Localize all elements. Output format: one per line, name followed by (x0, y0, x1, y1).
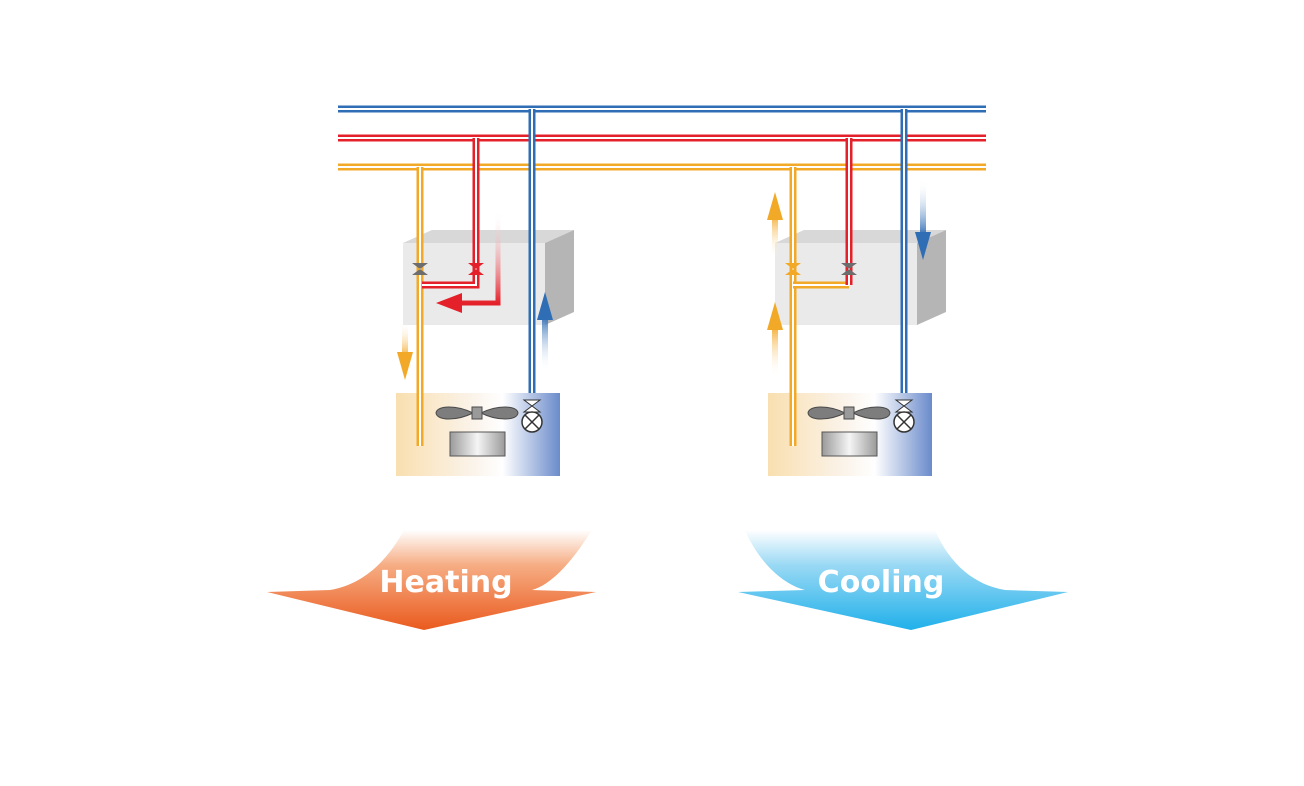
flow-arrow-icon (767, 302, 783, 377)
valve-icon (841, 263, 857, 275)
fan-icon (435, 406, 519, 420)
flow-arrow-icon (436, 210, 501, 313)
compressor-icon (449, 431, 506, 457)
heating-label: Heating (379, 565, 512, 600)
valve-icon (468, 263, 484, 275)
compressor-icon (821, 431, 878, 457)
heating-hot-gas-pipe (422, 138, 480, 289)
flow-arrow-icon (397, 322, 413, 380)
main-pipes (338, 105, 986, 171)
flow-arrow-icon (915, 180, 931, 260)
cooling-branch (767, 109, 946, 476)
valve-icon (412, 263, 428, 275)
valve-icon (785, 263, 801, 275)
heating-arrow: Heating (267, 530, 596, 630)
cooling-label: Cooling (818, 565, 945, 600)
heating-branch (396, 109, 574, 476)
fan-icon (807, 406, 891, 420)
expansion-valve-icon (521, 399, 543, 433)
flow-arrow-icon (767, 192, 783, 258)
outdoor-unit-cooling (768, 393, 932, 476)
flow-arrow-icon (537, 292, 553, 371)
outdoor-unit-heating (396, 393, 560, 476)
cooling-arrow: Cooling (738, 530, 1068, 630)
expansion-valve-icon (893, 399, 915, 433)
